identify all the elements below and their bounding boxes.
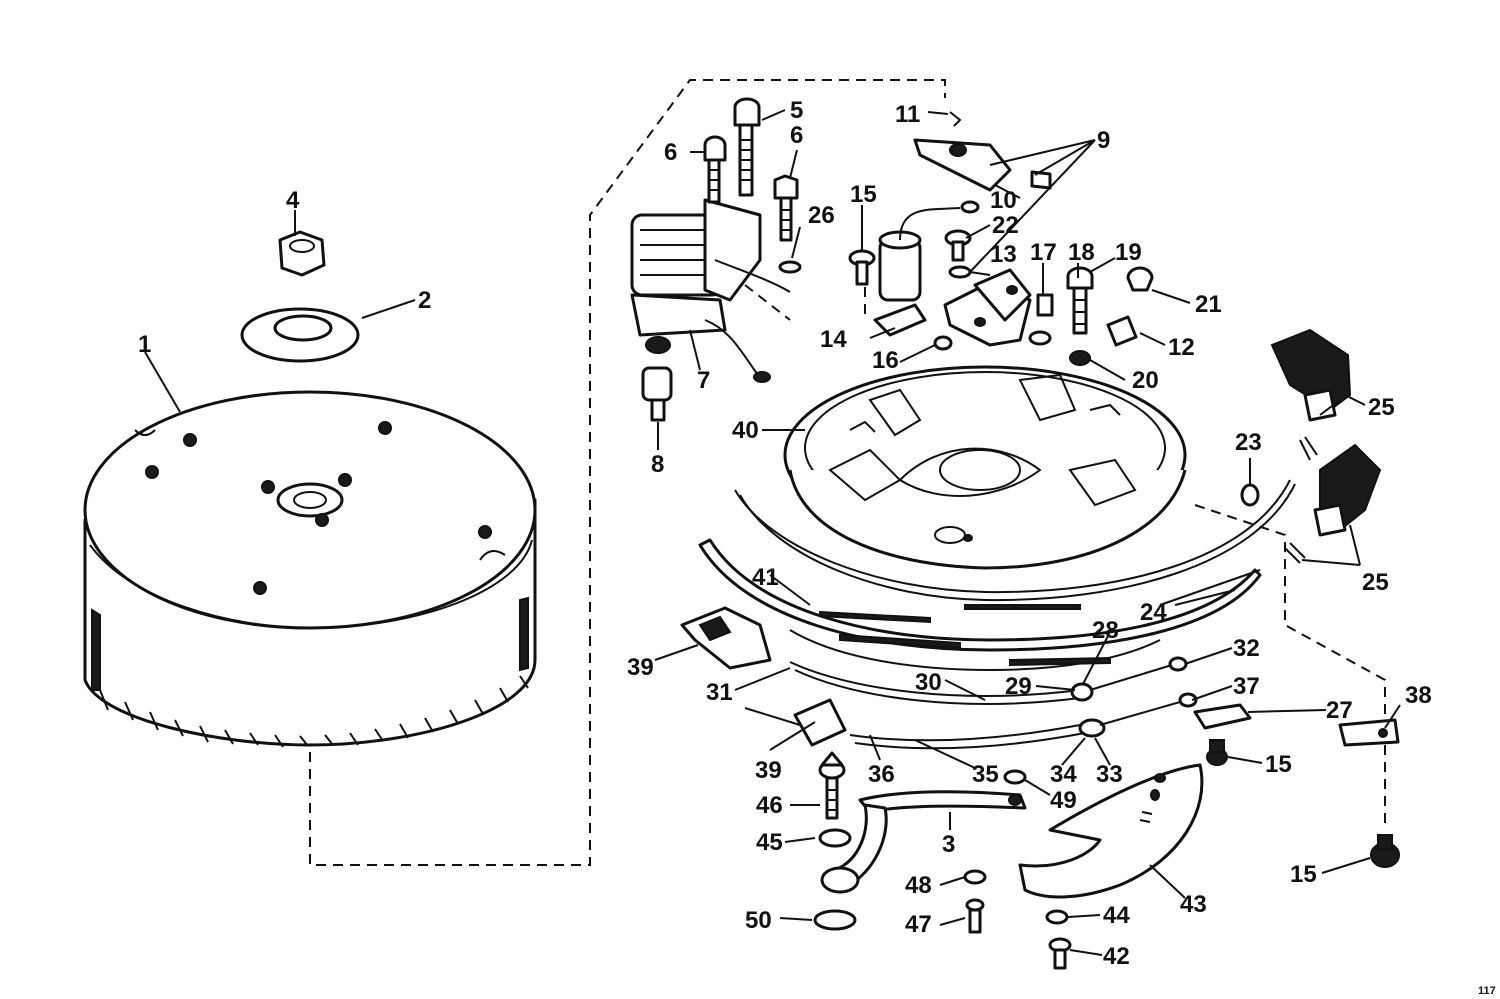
callout-6b: 6: [790, 122, 803, 149]
page-number: 117: [1478, 985, 1496, 997]
callout-37: 37: [1233, 673, 1260, 700]
callout-5: 5: [790, 97, 803, 124]
callout-25b: 25: [1362, 569, 1389, 596]
callout-16: 16: [872, 347, 899, 374]
timer-base: [1018, 763, 1204, 899]
callout-11: 11: [895, 101, 920, 128]
callout-30: 30: [915, 669, 942, 696]
ground-clip: [1338, 718, 1400, 747]
callout-12: 12: [1168, 334, 1195, 361]
callout-46: 46: [756, 792, 783, 819]
throttle-link: [820, 790, 1027, 894]
callout-33: 33: [1096, 761, 1123, 788]
wire-harness: [680, 606, 1252, 750]
callout-2: 2: [418, 287, 431, 314]
callout-25: 25: [1368, 394, 1395, 421]
callout-40: 40: [732, 417, 759, 444]
callout-17: 17: [1030, 239, 1057, 266]
point-set-plate: [933, 268, 1032, 351]
callout-22: 22: [992, 212, 1019, 239]
callout-8: 8: [651, 451, 664, 478]
callout-45: 45: [756, 829, 783, 856]
callout-49: 49: [1050, 787, 1077, 814]
callout-44: 44: [1103, 902, 1130, 929]
callout-4: 4: [286, 187, 300, 214]
callout-21: 21: [1195, 291, 1222, 318]
callout-32: 32: [1233, 635, 1260, 662]
callout-10: 10: [990, 187, 1017, 214]
armature-plate: [783, 365, 1187, 570]
callout-19: 19: [1115, 239, 1142, 266]
callout-31: 31: [706, 679, 733, 706]
callout-23: 23: [1235, 429, 1262, 456]
spark-plug-boot: [641, 366, 673, 422]
callout-27: 27: [1326, 697, 1353, 724]
flywheel: [83, 390, 537, 748]
flywheel-washer: [240, 307, 360, 363]
callout-36: 36: [868, 761, 895, 788]
callout-39b: 39: [755, 757, 782, 784]
callout-29: 29: [1005, 673, 1032, 700]
breaker-points: [913, 111, 1052, 192]
retainer-rings: [698, 479, 1296, 672]
callout-3: 3: [942, 831, 955, 858]
callout-15: 15: [850, 181, 877, 208]
callout-15c: 15: [1290, 861, 1317, 888]
condenser: [873, 200, 980, 337]
ignition-coil: [630, 198, 791, 383]
callout-13: 13: [990, 241, 1017, 268]
spark-plug-connectors: [1240, 328, 1382, 564]
callout-47: 47: [905, 911, 932, 938]
callout-28: 28: [1092, 617, 1119, 644]
callout-7: 7: [697, 367, 710, 394]
callout-38: 38: [1405, 682, 1432, 709]
callout-42: 42: [1103, 943, 1130, 970]
callout-18: 18: [1068, 239, 1095, 266]
callout-1: 1: [138, 331, 151, 358]
callout-41: 41: [752, 564, 779, 591]
callout-39: 39: [627, 654, 654, 681]
callout-labels: 1 2 3 4 5 6 6 7 8 9 10 11 12 13 14 15 15…: [138, 97, 1496, 997]
screws-and-washers: [813, 739, 1400, 970]
leader-lines: [144, 109, 1401, 956]
callout-48: 48: [905, 872, 932, 899]
callout-6: 6: [664, 139, 677, 166]
callout-24: 24: [1140, 599, 1167, 626]
flywheel-nut: [278, 230, 326, 277]
small-hardware: [848, 229, 1154, 366]
coil-screws: [703, 97, 802, 274]
callout-34: 34: [1050, 761, 1077, 788]
callout-35: 35: [972, 761, 999, 788]
callout-15b: 15: [1265, 751, 1292, 778]
callout-43: 43: [1180, 891, 1207, 918]
callout-50: 50: [745, 907, 772, 934]
callout-26: 26: [808, 202, 835, 229]
callout-14: 14: [820, 326, 847, 353]
callout-20: 20: [1132, 367, 1159, 394]
callout-9: 9: [1097, 127, 1110, 154]
